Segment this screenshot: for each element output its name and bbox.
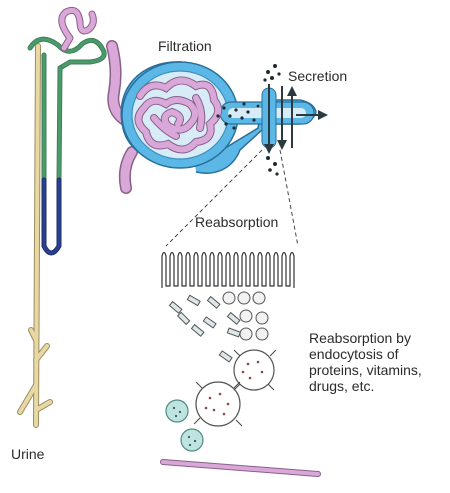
- convoluted-tubule: [58, 6, 97, 52]
- filtrate-particles: [216, 64, 281, 176]
- filtration-label: Filtration: [158, 38, 212, 54]
- vesicle-icon: [180, 428, 204, 452]
- microvilli-icon: [161, 251, 295, 288]
- lysosomes: [165, 399, 204, 452]
- protein-particles: [168, 294, 241, 363]
- endocytosis-caption-line: endocytosis of: [309, 346, 399, 363]
- vesicle-icon: [195, 381, 241, 427]
- secretion-label: Secretion: [288, 68, 348, 84]
- endocytosis-caption: Reabsorption by endocytosis of proteins,…: [309, 330, 449, 394]
- endocytic-pits: [222, 291, 269, 341]
- vesicle-icon: [165, 399, 189, 423]
- collecting-duct: [17, 43, 53, 428]
- glomerulus: [134, 76, 223, 154]
- arterioles: [106, 40, 138, 194]
- loop-of-henle: [27, 36, 107, 256]
- zoom-guide-lines: [165, 149, 299, 247]
- urine-label: Urine: [11, 446, 45, 462]
- vesicle-icon: [233, 349, 275, 391]
- endocytosis-caption-line: Reabsorption by: [309, 330, 411, 346]
- endosomes: [193, 349, 277, 427]
- endocytosis-caption-line: drugs, etc.: [309, 378, 375, 395]
- transport-arrows: [264, 84, 328, 154]
- endocytosis-caption-line: proteins, vitamins,: [309, 362, 422, 379]
- reabsorption-label: Reabsorption: [195, 214, 279, 230]
